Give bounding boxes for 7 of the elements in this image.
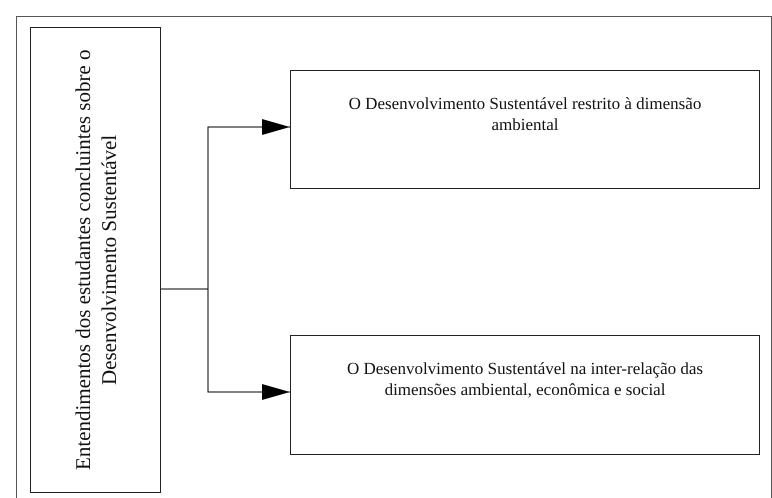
process-box xyxy=(290,70,760,189)
process-box xyxy=(290,335,760,455)
box-text: Entendimentos dos estudantes concluintes sobre o Desenvolvimento Sustentável xyxy=(70,48,122,472)
box-text: O Desenvolvimento Sustentável na inter-relação das dimensões ambiental, econômica e social xyxy=(346,358,704,400)
arrow xyxy=(160,288,290,400)
box-text: O Desenvolvimento Sustentável restrito à dimensão ambiental xyxy=(348,93,702,135)
process-box xyxy=(30,27,161,493)
